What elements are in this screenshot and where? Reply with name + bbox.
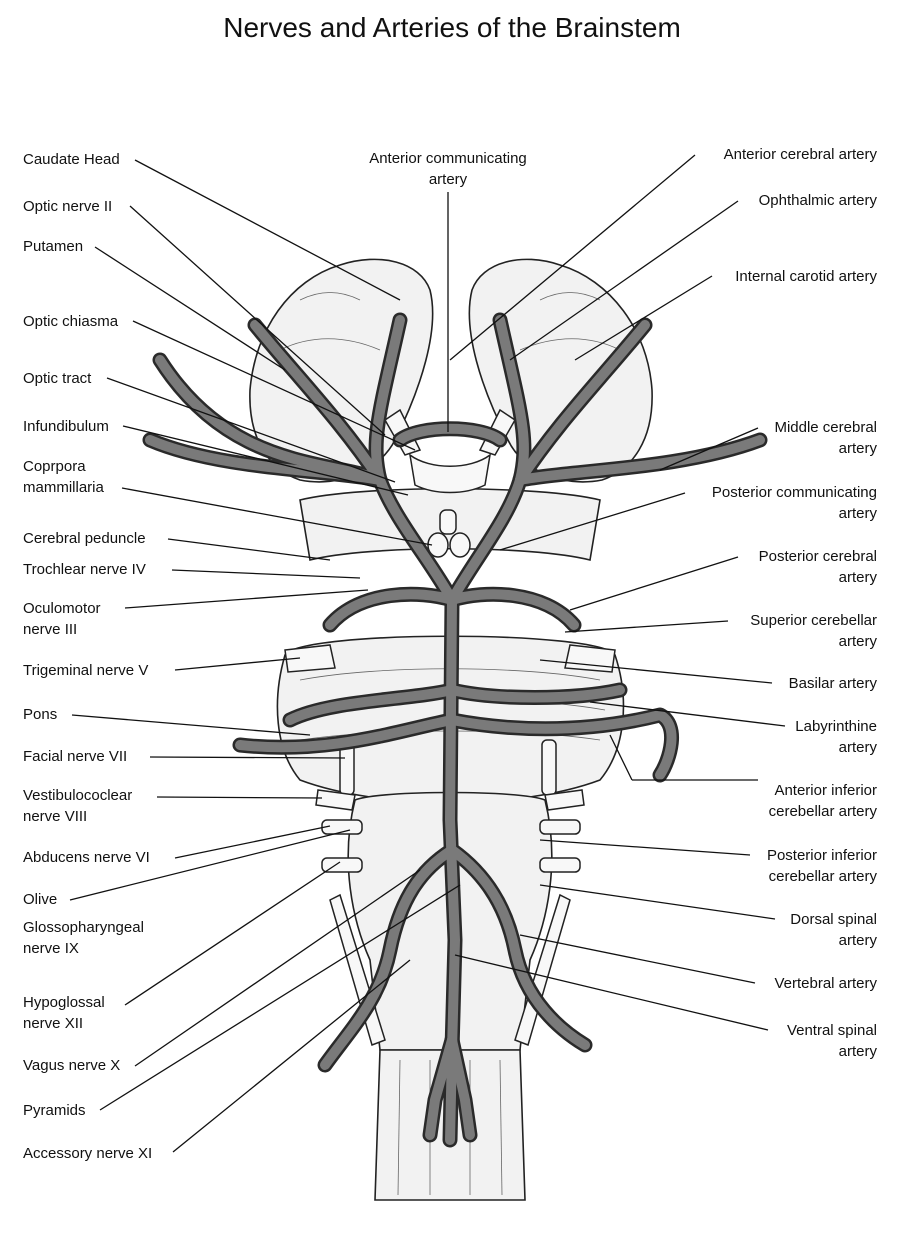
label-pons: Pons [23, 706, 58, 723]
label-cerebral-peduncle: Cerebral peduncle [23, 530, 146, 547]
label-internal-carotid-artery: Internal carotid artery [735, 268, 877, 285]
label-vertebral-artery: Vertebral artery [774, 975, 877, 992]
trigeminal-left [284, 644, 336, 673]
label-superior-cerebellar-artery: Superior cerebellar artery [750, 612, 877, 650]
optic-chiasm-shape [408, 453, 492, 494]
label-glossopharyngeal-nerve: Glossopharyngeal nerve IX [23, 919, 144, 957]
label-oculomotor-nerve: Oculomotor nerve III [23, 600, 101, 638]
facial-right [541, 739, 557, 796]
label-posterior-cerebral-artery: Posterior cerebral artery [758, 548, 877, 586]
label-trigeminal-nerve: Trigeminal nerve V [23, 662, 149, 679]
infundibulum-stalk [439, 509, 457, 535]
mammillary-body-left [427, 532, 449, 558]
label-optic-tract: Optic tract [23, 370, 92, 387]
label-basilar-artery: Basilar artery [788, 675, 877, 692]
label-pyramids: Pyramids [23, 1102, 86, 1119]
label-facial-nerve: Facial nerve VII [23, 748, 128, 765]
label-vestibulocochlear-nerve: Vestibulococlear nerve VIII [23, 787, 133, 825]
vagus-left [321, 857, 363, 873]
label-accessory-nerve: Accessory nerve XI [23, 1145, 153, 1162]
label-hypoglossal-nerve: Hypoglossal nerve XII [23, 994, 105, 1032]
label-putamen: Putamen [23, 238, 84, 255]
label-optic-nerve-ii: Optic nerve II [23, 198, 113, 215]
label-middle-cerebral-artery: Middle cerebral artery [774, 419, 877, 457]
label-anterior-communicating-artery: Anterior communicating artery [369, 150, 527, 188]
mammillary-body-right [449, 532, 471, 558]
label-abducens-nerve: Abducens nerve VI [23, 849, 150, 866]
label-olive: Olive [23, 891, 58, 908]
label-anterior-cerebral-artery: Anterior cerebral artery [723, 146, 877, 163]
leader-lines [69, 154, 786, 1153]
trigeminal-right [564, 644, 616, 673]
label-caudate-head: Caudate Head [23, 151, 120, 168]
vestibulocochlear-left [315, 789, 356, 811]
vagus-right [539, 857, 581, 873]
label-labyrinthine-artery: Labyrinthine artery [795, 718, 877, 756]
label-infundibulum: Infundibulum [23, 418, 109, 435]
label-optic-chiasma: Optic chiasma [23, 313, 119, 330]
label-vagus-nerve: Vagus nerve X [23, 1057, 121, 1074]
label-dorsal-spinal-artery: Dorsal spinal artery [790, 911, 877, 949]
glossopharyngeal-right [539, 819, 581, 835]
label-ventral-spinal-artery: Ventral spinal artery [786, 1022, 877, 1060]
label-anterior-inferior-cerebellar-artery: Anterior inferior cerebellar artery [768, 782, 877, 820]
label-ophthalmic-artery: Ophthalmic artery [758, 192, 877, 209]
label-trochlear-nerve: Trochlear nerve IV [23, 561, 146, 578]
label-posterior-communicating-artery: Posterior communicating artery [711, 484, 877, 522]
label-corpora-mammillaria: Coprpora mammillaria [23, 458, 104, 496]
label-posterior-inferior-cerebellar-artery: Posterior inferior cerebellar artery [766, 847, 877, 885]
diagram-title: Nerves and Arteries of the Brainstem [223, 12, 681, 43]
arteries [142, 312, 768, 1148]
vestibulocochlear-right [544, 789, 585, 811]
